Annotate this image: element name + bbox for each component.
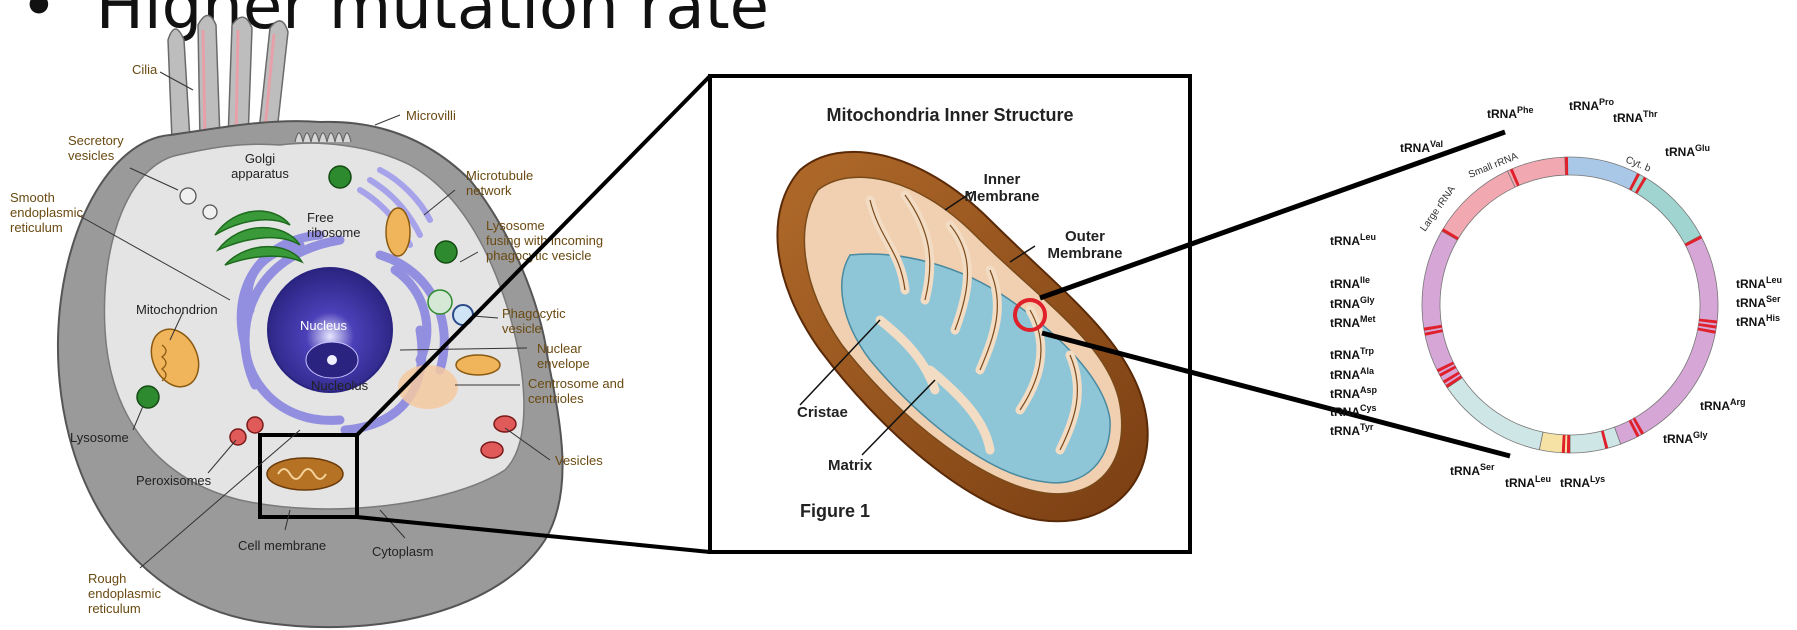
mito-figure: Mitochondria Inner Structure [710,76,1190,552]
trna-label: tRNASer [1450,462,1495,478]
trna-label: tRNAHis [1736,313,1780,329]
trna-label: tRNAGly [1330,295,1375,311]
trna-label: tRNAThr [1613,109,1658,125]
trna-label: tRNAGlu [1665,143,1710,159]
cilia-label: Cilia [132,62,158,77]
trna-tick [1567,435,1570,453]
cytoplasm-label: Cytoplasm [372,544,433,559]
trna-label: tRNAGly [1663,430,1708,446]
trna-label: tRNAArg [1700,397,1746,413]
trna-label: tRNALeu [1505,474,1551,490]
trna-label: tRNAPro [1569,97,1615,113]
nd-genes-left-segment [1422,231,1462,388]
large-rrna-gene-segment [1442,171,1515,240]
nucleolus-label: Nucleolus [311,378,369,393]
trna-label: tRNALys [1560,474,1605,490]
mtdna-map [1422,157,1718,453]
cell-membrane-label: Cell membrane [238,538,326,553]
peroxisomes-label: Peroxisomes [136,473,212,488]
trna-label: tRNALeu [1330,232,1376,248]
lysosome-label: Lysosome [70,430,129,445]
vesicles-label: Vesicles [555,453,603,468]
trna-label: tRNALeu [1736,275,1782,291]
peroxisome-icon [230,429,246,445]
microvilli-label: Microvilli [406,108,456,123]
lysosome-icon [137,386,159,408]
vesicle-icon [494,416,516,432]
trna-label: tRNAIle [1330,275,1370,291]
secretory-vesicle-icon [180,188,196,204]
region-lower-right-segment [1570,427,1621,453]
mitochondrion-label: Mitochondrion [136,302,218,317]
trna-label: tRNAAla [1330,366,1375,382]
cox-region-segment [1447,378,1543,450]
trna-label: tRNATrp [1330,346,1375,362]
cristae-label: Cristae [797,404,848,421]
trna-label: tRNAPhe [1487,105,1534,121]
trna-label: tRNASer [1736,294,1781,310]
trna-label: tRNAAsp [1330,385,1378,401]
trna-label: tRNAMet [1330,314,1376,330]
figure-caption: Figure 1 [800,501,870,521]
nucleus-label: Nucleus [300,318,347,333]
matrix-label: Matrix [828,457,873,474]
highlighted-mitochondrion-icon [267,458,343,490]
mito-title: Mitochondria Inner Structure [826,105,1073,125]
trna-label: tRNATyr [1330,422,1374,438]
trna-label: tRNAVal [1400,139,1443,155]
